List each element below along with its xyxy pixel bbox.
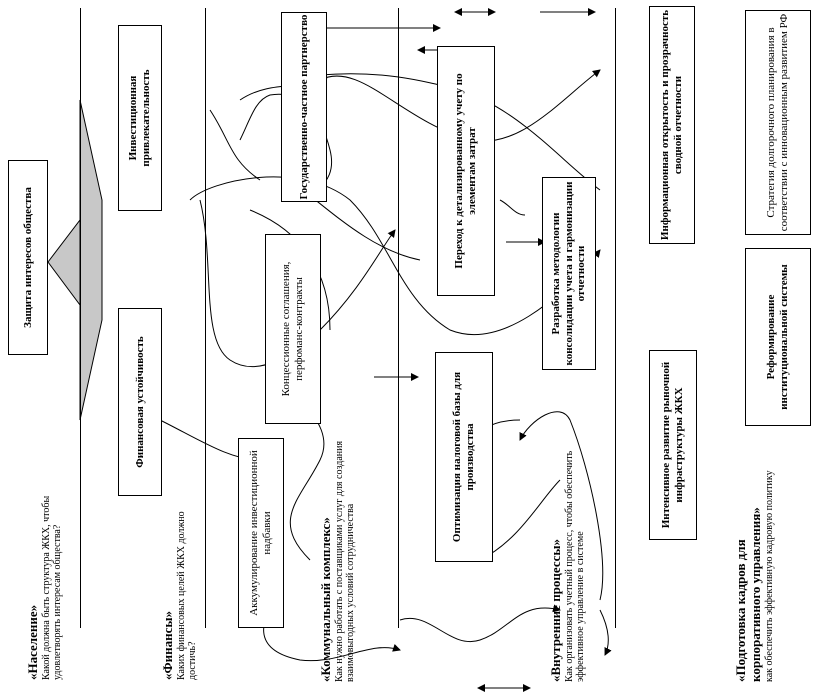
separator-4 xyxy=(615,8,616,628)
curve-right-drop xyxy=(599,609,612,656)
column-personnel: «Подготовка кадров для корпоративного уп… xyxy=(710,462,800,682)
question-personnel: как обеспечить эффективную кадровую поли… xyxy=(764,470,776,682)
heading-communal: «Коммунальный комплекс» xyxy=(318,517,334,682)
curve-investment-arc xyxy=(209,109,261,181)
column-communal: «Коммунальный комплекс» Как нужно работа… xyxy=(298,432,378,682)
box-investment: Инвестиционная привлекательность xyxy=(118,25,162,211)
box-reform: Реформирование институциональной системы xyxy=(745,248,811,426)
box-tax-base: Оптимизация налоговой базы для производс… xyxy=(435,352,493,562)
box-market-infra: Интенсивное развитие рыночной инфраструк… xyxy=(649,350,697,540)
separator-1 xyxy=(80,8,81,628)
curve-method-in xyxy=(499,199,526,216)
box-info-openness: Информационная открытость и прозрачность… xyxy=(649,6,695,244)
column-finance: «Финансы» Каких финансовых целей ЖКХ дол… xyxy=(150,490,210,680)
separator-3 xyxy=(398,8,399,628)
question-communal: Как нужно работать с поставщиками услуг … xyxy=(333,440,357,682)
question-population: Какой должна быть структура ЖКХ, чтобы у… xyxy=(40,495,64,680)
curve-process-loop xyxy=(519,411,604,601)
box-cost-accounting: Переход к детализированному учету по эле… xyxy=(437,46,495,296)
question-processes: Как организовать учетный процесс, чтобы … xyxy=(563,450,587,682)
box-ppp: Государственно-частное партнерство xyxy=(281,12,327,202)
box-stability: Финансовая устойчивость xyxy=(118,308,162,496)
box-concession: Концессионные соглашения, перфоманс-конт… xyxy=(265,234,321,424)
box-strategy: Стратегия долгорочного планирования в со… xyxy=(745,10,811,235)
column-processes: «Внутренние процессы» Как организовать у… xyxy=(532,442,604,682)
heading-population: «Население» xyxy=(25,604,41,680)
heading-finance: «Финансы» xyxy=(160,610,176,680)
curve-concession-wave xyxy=(189,176,601,335)
separator-2 xyxy=(205,8,206,628)
box-protection: Защита интересов общества xyxy=(8,160,48,355)
question-finance: Каких финансовых целей ЖКХ должно достич… xyxy=(175,511,199,680)
heading-personnel: «Подготовка кадров для корпоративного уп… xyxy=(733,507,764,682)
curve-bottom-mid xyxy=(399,604,561,643)
column-population: «Население» Какой должна быть структура … xyxy=(12,440,78,680)
heading-processes: «Внутренние процессы» xyxy=(548,538,564,682)
box-accumulation: Аккумулирование инвестиционной надбавки xyxy=(238,438,284,628)
box-methodology: Разработка методологии консолидации учет… xyxy=(542,177,596,370)
